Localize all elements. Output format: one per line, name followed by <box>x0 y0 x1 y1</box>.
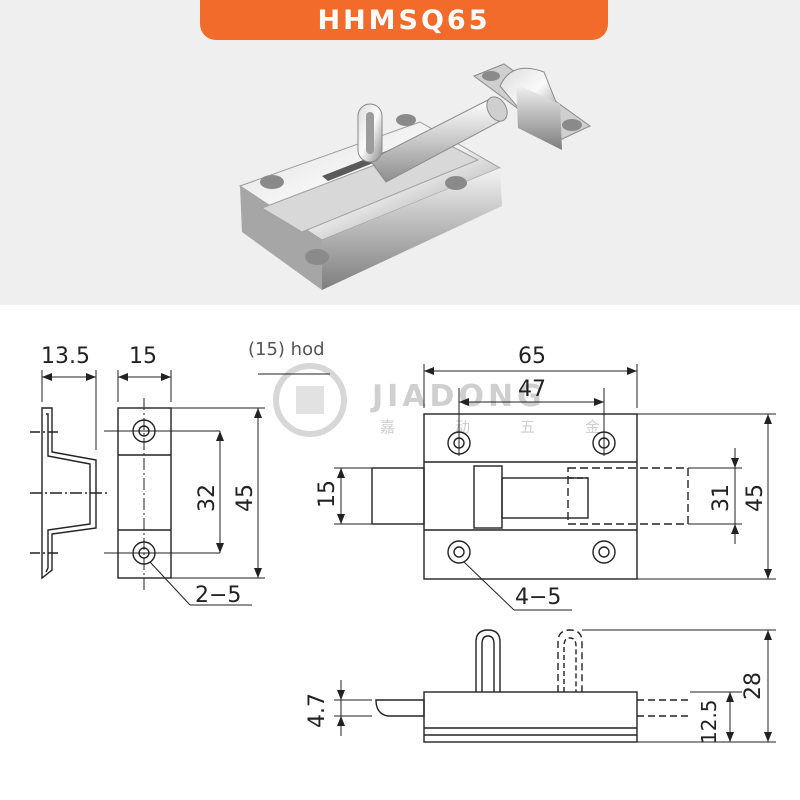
bolt-side-view <box>334 629 776 743</box>
watermark-char-4: 金 <box>585 418 600 436</box>
dim-bolt-thickness: 4.7 <box>305 693 330 728</box>
bolt-bar-photo <box>369 96 508 183</box>
dim-keeper-face-width: 15 <box>129 344 157 369</box>
technical-drawing: JIADONG 嘉 动 五 金 <box>30 339 776 744</box>
dim-slot-height: 31 <box>709 484 734 512</box>
keeper-front-view <box>104 370 265 606</box>
watermark-char-1: 嘉 <box>380 418 395 436</box>
dim-keeper-hole-pitch: 32 <box>195 484 220 512</box>
keeper-photo <box>472 63 591 150</box>
dim-base-height: 45 <box>743 484 768 512</box>
technical-drawing-panel: JIADONG 嘉 动 五 金 <box>12 305 788 788</box>
model-title-banner: HHMSQ65 <box>200 0 608 40</box>
watermark: JIADONG 嘉 动 五 金 <box>273 363 600 437</box>
keeper-side-view <box>30 370 108 580</box>
dim-knob-height: 28 <box>741 672 766 700</box>
dim-base-thickness: 12.5 <box>697 699 721 744</box>
model-title: HHMSQ65 <box>317 4 491 36</box>
dim-hole-spacing: 47 <box>518 377 546 402</box>
stroke-note: (15) hod <box>248 339 325 360</box>
dim-keeper-width: 13.5 <box>41 344 90 369</box>
dim-base-holes: 4−5 <box>515 585 561 610</box>
dim-base-length: 65 <box>518 344 546 369</box>
bolt-top-view <box>334 364 776 611</box>
dim-keeper-holes: 2−5 <box>195 583 241 608</box>
dim-bolt-width: 15 <box>315 480 340 508</box>
watermark-char-3: 五 <box>520 418 535 436</box>
dim-keeper-height: 45 <box>233 484 258 512</box>
watermark-brand: JIADONG <box>370 379 546 414</box>
knob-photo <box>357 103 383 163</box>
product-photo-panel <box>0 0 800 305</box>
barrel-bolt-photo <box>238 63 591 290</box>
